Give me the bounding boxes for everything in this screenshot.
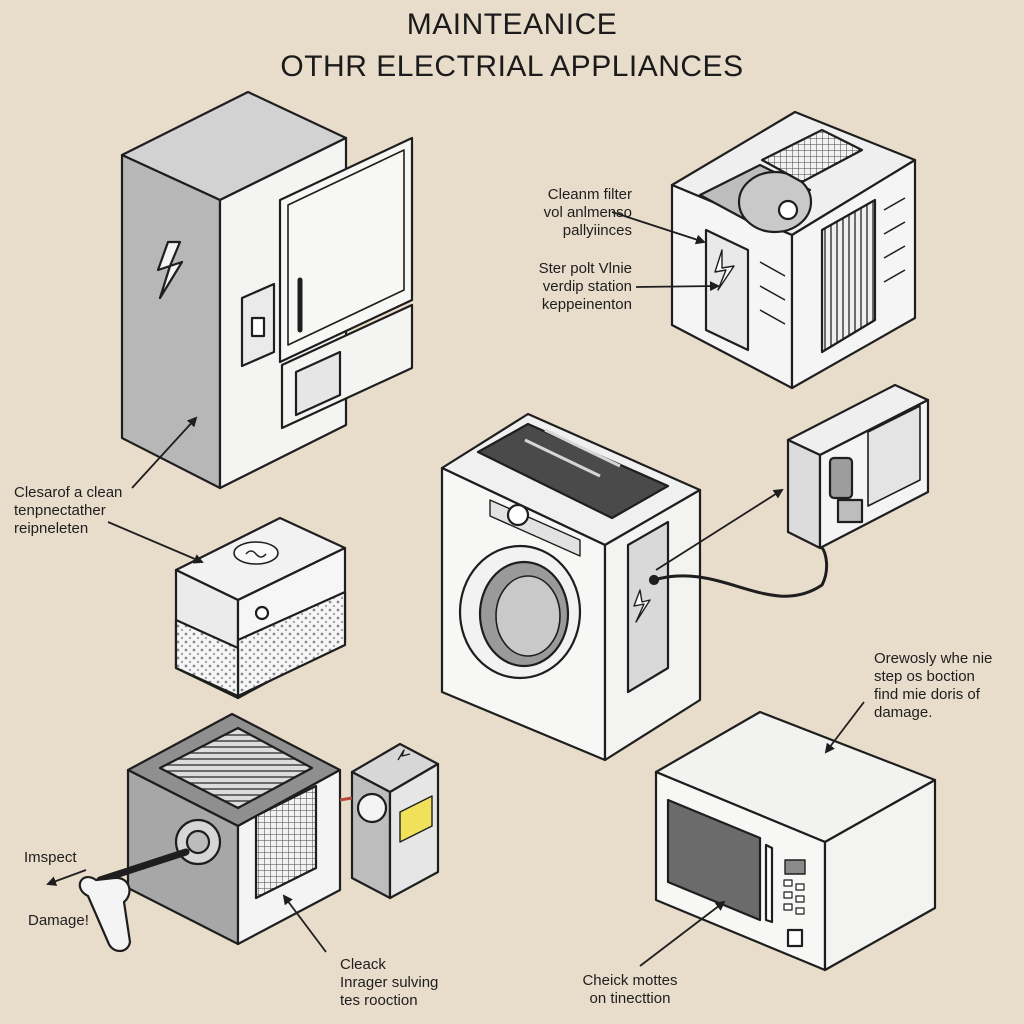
station-label-line1: Ster polt Vlnie (538, 260, 632, 277)
damage-label-line2: step os boction (874, 668, 975, 685)
fridge-label-line2: tenpnectather (14, 502, 106, 519)
microwave-label-line1: Cheick mottes (582, 972, 678, 989)
check-wiring-line3: tes rooction (340, 992, 418, 1009)
damage-label-line3: find mie doris of (874, 686, 980, 703)
relay-module (339, 742, 440, 900)
control-module (786, 383, 930, 550)
station-label: Ster polt Vlnie verdip station keppeinen… (462, 260, 632, 314)
microwave-label-line2: on tinecttion (589, 990, 671, 1007)
fridge-label: Clesarof a clean tenpnectather reipnelet… (14, 484, 194, 538)
check-wiring-label: Cleack Inrager sulving tes rooction (340, 956, 480, 1010)
damage-label-line4: damage. (874, 704, 933, 721)
diagram-title-line2: OTHR ELECTRIAL APPLIANCES (280, 50, 744, 83)
station-label-line2: verdip station (542, 278, 632, 295)
filter-label-line1: Cleanm filter (547, 186, 632, 203)
inspect-label: Imspect (24, 849, 77, 867)
damage-label-line1: Orewosly whe nie (874, 650, 993, 667)
diagram-title-line1: MAINTEANICE (406, 8, 618, 41)
check-wiring-line2: Inrager sulving (340, 974, 439, 991)
fridge-label-line3: reipneleten (14, 520, 89, 537)
washing-machine (440, 412, 702, 762)
pointer-lines (46, 211, 865, 967)
damage-exclaim-label: Damage! (28, 912, 89, 930)
damage-label: Orewosly whe nie step os boction find mi… (874, 650, 1020, 722)
refrigerator (120, 90, 414, 490)
air-conditioner-unit (670, 110, 917, 390)
check-wiring-line1: Cleack (340, 956, 386, 973)
inspect-label-text: Imspect (24, 849, 77, 866)
fridge-label-line1: Clesarof a clean (14, 484, 123, 501)
motor-assembly (78, 712, 342, 953)
air-purifier (174, 516, 347, 700)
filter-label-line2: vol anlmenso (543, 204, 632, 221)
power-cable (653, 546, 829, 598)
filter-label-line3: pallyiinces (562, 222, 632, 239)
filter-label: Cleanm filter vol anlmenso pallyiinces (462, 186, 632, 240)
microwave (654, 710, 937, 972)
damage-exclaim-label-text: Damage! (28, 912, 89, 929)
microwave-label: Cheick mottes on tinecttion (560, 972, 700, 1008)
station-label-line3: keppeinenton (541, 296, 632, 313)
